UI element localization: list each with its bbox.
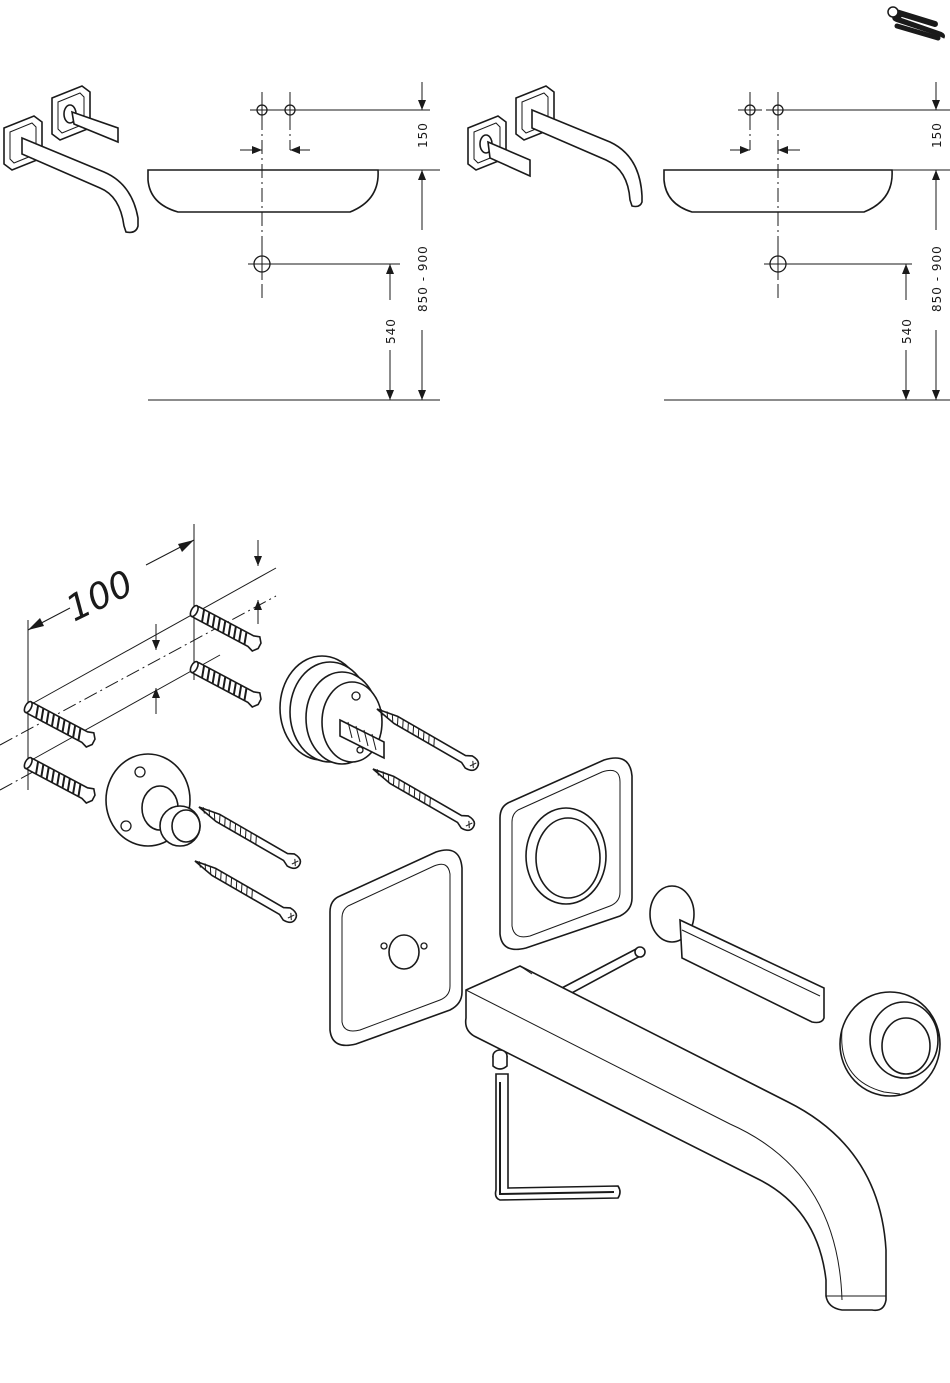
dim-100-label: 100 — [60, 563, 140, 630]
wall-plug-1 — [188, 603, 263, 653]
dim-150-left: 150 — [416, 122, 430, 148]
dim-540-left: 540 — [384, 318, 398, 344]
wrench-screwdriver-icon — [888, 7, 945, 38]
dimension-drawing-left: 150 850 - 900 540 — [4, 82, 440, 400]
grub-screw — [493, 1050, 507, 1069]
faucet-sketch-left — [4, 86, 138, 232]
dim-850-900-left: 850 - 900 — [416, 245, 430, 312]
basin-left — [148, 170, 378, 212]
wall-plug-2 — [188, 659, 263, 709]
exploded-assembly: 100 — [0, 524, 940, 1310]
dim-850-900-right: 850 - 900 — [930, 245, 944, 312]
mixer-handle — [650, 886, 824, 1023]
dim-150-right: 150 — [930, 122, 944, 148]
screw-1 — [373, 703, 480, 773]
mixer-cartridge-body — [280, 656, 384, 764]
wall-plug-3 — [22, 699, 97, 749]
spout-connector — [106, 754, 200, 846]
dim-540-right: 540 — [900, 318, 914, 344]
cover-plate-spout — [330, 850, 462, 1045]
screw-2 — [369, 763, 476, 833]
screw-3 — [195, 801, 302, 871]
screw-4 — [191, 855, 298, 925]
wall-plug-4 — [22, 755, 97, 805]
cover-plate-mixer — [500, 758, 632, 949]
faucet-sketch-right — [468, 86, 642, 207]
dimension-drawing-right: 150 850 - 900 540 — [468, 82, 950, 400]
rosette-ring — [840, 992, 940, 1096]
